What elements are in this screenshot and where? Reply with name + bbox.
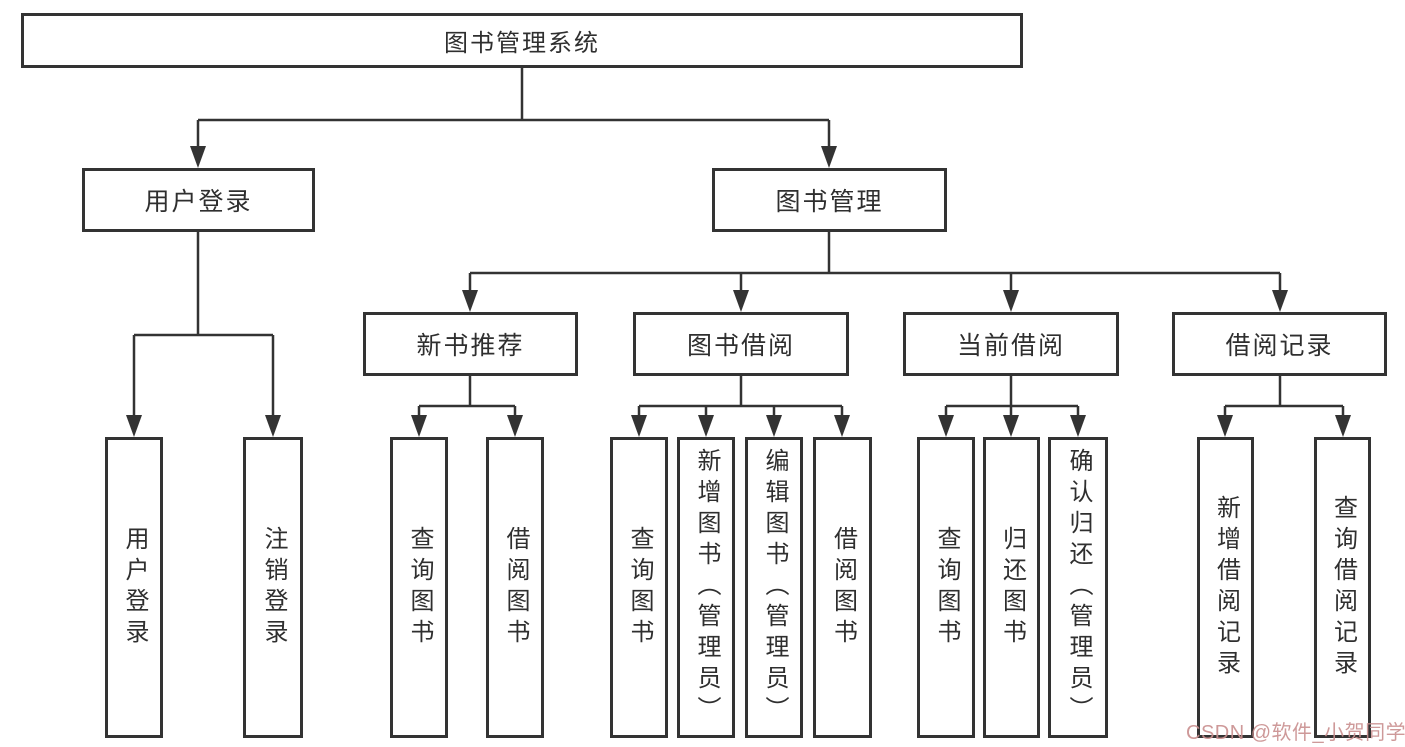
leaf-borrow-books-2-label: 借阅图书	[829, 525, 857, 650]
leaf-add-books-admin-label: 新增图书（管理员）	[693, 448, 720, 727]
arrowhead-icon	[126, 415, 142, 437]
arrowhead-icon	[1003, 415, 1019, 437]
arrowhead-icon	[938, 415, 954, 437]
node-current-borrow: 当前借阅	[903, 312, 1119, 376]
node-book-borrow: 图书借阅	[633, 312, 849, 376]
node-root: 图书管理系统	[21, 13, 1023, 68]
connector-current-borrow-to-children	[938, 376, 1086, 437]
leaf-query-borrow-record-label: 查询借阅记录	[1329, 494, 1357, 681]
leaf-logout-label: 注销登录	[260, 525, 287, 650]
arrowhead-icon	[733, 290, 749, 312]
node-borrow-record: 借阅记录	[1172, 312, 1387, 376]
arrowhead-icon	[411, 415, 427, 437]
leaf-borrow-books-2: 借阅图书	[813, 437, 872, 738]
node-new-book-recommend: 新书推荐	[363, 312, 578, 376]
node-user-login-label: 用户登录	[144, 188, 253, 216]
arrowhead-icon	[1003, 290, 1019, 312]
leaf-edit-books-admin-label: 编辑图书（管理员）	[761, 448, 788, 727]
node-user-login: 用户登录	[82, 168, 315, 232]
node-new-book-recommend-label: 新书推荐	[416, 332, 525, 360]
leaf-logout: 注销登录	[243, 437, 303, 738]
arrowhead-icon	[821, 146, 837, 168]
arrowhead-icon	[462, 290, 478, 312]
leaf-confirm-return-admin: 确认归还（管理员）	[1048, 437, 1108, 738]
arrowhead-icon	[190, 146, 206, 168]
arrowhead-icon	[1335, 415, 1351, 437]
leaf-return-books: 归还图书	[983, 437, 1040, 738]
arrowhead-icon	[631, 415, 647, 437]
node-book-borrow-label: 图书借阅	[686, 332, 795, 360]
leaf-query-books-1: 查询图书	[390, 437, 448, 738]
arrowhead-icon	[834, 415, 850, 437]
leaf-query-books-3-label: 查询图书	[933, 525, 960, 650]
arrowhead-icon	[1070, 415, 1086, 437]
leaf-borrow-books-1: 借阅图书	[486, 437, 544, 738]
leaf-query-books-2: 查询图书	[610, 437, 668, 738]
arrowhead-icon	[1217, 415, 1233, 437]
leaf-user-login: 用户登录	[105, 437, 163, 738]
leaf-return-books-label: 归还图书	[998, 525, 1026, 650]
connector-book-borrow-to-children	[631, 376, 850, 437]
leaf-query-borrow-record: 查询借阅记录	[1314, 437, 1371, 738]
leaf-query-books-2-label: 查询图书	[626, 525, 653, 650]
connector-book-management-to-level3	[462, 232, 1288, 312]
leaf-query-books-1-label: 查询图书	[406, 525, 433, 650]
connector-root-to-level2	[190, 68, 837, 168]
arrowhead-icon	[698, 415, 714, 437]
node-book-management: 图书管理	[712, 168, 947, 232]
leaf-user-login-label: 用户登录	[121, 525, 148, 650]
leaf-add-borrow-record-label: 新增借阅记录	[1212, 494, 1240, 681]
connector-user-login-to-children	[126, 232, 281, 437]
connector-new-book-to-children	[411, 376, 523, 437]
arrowhead-icon	[265, 415, 281, 437]
node-book-management-label: 图书管理	[775, 188, 884, 216]
leaf-add-borrow-record: 新增借阅记录	[1197, 437, 1254, 738]
node-root-label: 图书管理系统	[444, 30, 600, 57]
leaf-confirm-return-admin-label: 确认归还（管理员）	[1065, 448, 1092, 727]
leaf-borrow-books-1-label: 借阅图书	[502, 525, 529, 650]
leaf-query-books-3: 查询图书	[917, 437, 975, 738]
leaf-add-books-admin: 新增图书（管理员）	[677, 437, 735, 738]
connector-borrow-record-to-children	[1217, 376, 1351, 437]
arrowhead-icon	[1272, 290, 1288, 312]
arrowhead-icon	[507, 415, 523, 437]
leaf-edit-books-admin: 编辑图书（管理员）	[745, 437, 803, 738]
watermark: CSDN @软件_小贺同学	[1186, 722, 1405, 744]
node-current-borrow-label: 当前借阅	[956, 332, 1065, 360]
node-borrow-record-label: 借阅记录	[1225, 332, 1334, 360]
arrowhead-icon	[766, 415, 782, 437]
